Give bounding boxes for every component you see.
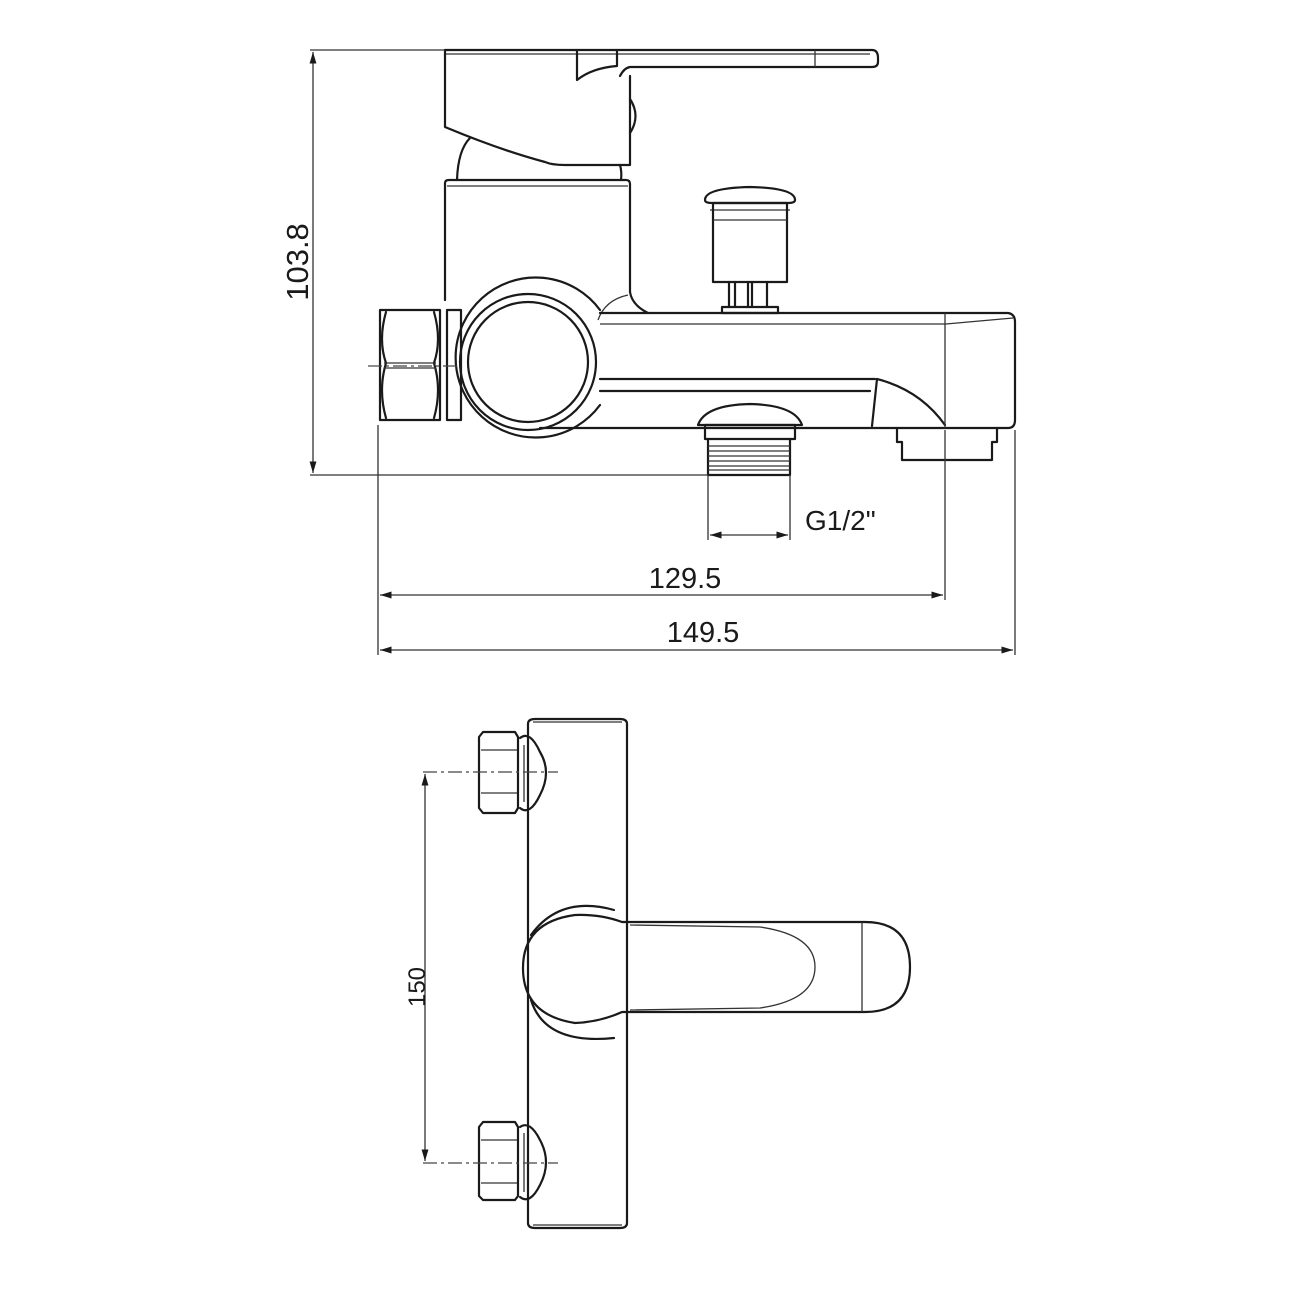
inlet-nut-side xyxy=(368,308,463,422)
dimension-spout-length: 129.5 xyxy=(377,425,946,655)
inlet-nut-bottom xyxy=(477,1120,548,1202)
aerator xyxy=(895,426,999,462)
dimension-thread: G1/2" xyxy=(707,475,876,540)
dimension-overall-length: 149.5 xyxy=(380,430,1016,655)
dimension-inlet-spacing: 150 xyxy=(404,771,558,1164)
spout xyxy=(538,311,1017,430)
side-view: 103.8 G1/2" 129.5 149.5 xyxy=(280,48,1017,655)
diverter-knob xyxy=(703,185,797,315)
dimension-spout-length-label: 129.5 xyxy=(649,563,722,595)
mixer-body-side xyxy=(443,178,650,321)
escutcheon xyxy=(529,904,616,1040)
lever-handle-top xyxy=(521,913,912,1025)
lever-handle-side xyxy=(443,48,880,182)
diverter-body-circle xyxy=(454,276,602,439)
dimension-inlet-spacing-label: 150 xyxy=(404,967,431,1007)
dimension-height: 103.8 xyxy=(280,49,708,476)
dimension-thread-label: G1/2" xyxy=(805,505,876,536)
outlet-connector xyxy=(696,402,804,477)
front-view: 150 xyxy=(404,717,912,1230)
inlet-nut-top xyxy=(477,730,548,815)
dimension-overall-length-label: 149.5 xyxy=(667,617,740,649)
mixer-body-front xyxy=(526,717,629,1230)
dimension-height-label: 103.8 xyxy=(280,223,315,301)
